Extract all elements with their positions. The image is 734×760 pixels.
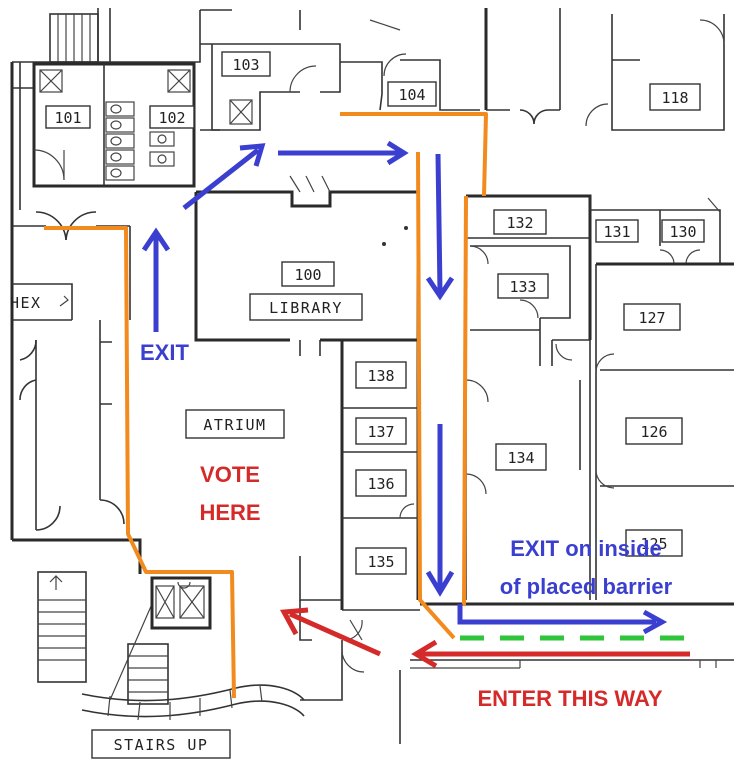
svg-text:138: 138 <box>367 367 394 385</box>
room-133-label: 133 <box>497 273 549 299</box>
svg-text:HEX: HEX <box>10 294 42 312</box>
room-138-label: 138 <box>355 361 407 389</box>
svg-text:133: 133 <box>509 278 536 296</box>
room-102-label: 102 <box>149 105 195 129</box>
annotations: EXIT VOTE HERE EXIT on inside of placed … <box>140 340 673 711</box>
svg-text:100: 100 <box>294 266 321 284</box>
exit-arrow-down-lower <box>425 424 455 597</box>
room-135-label: 135 <box>355 547 407 575</box>
room-130-label: 130 <box>661 219 705 243</box>
svg-text:131: 131 <box>603 223 630 241</box>
svg-text:118: 118 <box>661 89 688 107</box>
exit-arrow-up <box>141 227 171 332</box>
room-100-label: 100 <box>281 261 335 287</box>
room-126-label: 126 <box>625 417 683 445</box>
room-137-label: 137 <box>355 417 407 445</box>
svg-text:137: 137 <box>367 423 394 441</box>
exit-arrow-down-upper <box>425 153 455 301</box>
svg-text:127: 127 <box>638 309 665 327</box>
exit-arrow-right <box>278 140 409 166</box>
room-131-label: 131 <box>595 219 639 243</box>
svg-text:125: 125 <box>640 535 667 553</box>
restroom-stalls <box>105 101 175 181</box>
stairs-up-label: STAIRS UP <box>91 729 231 759</box>
vote-here-line2: HERE <box>199 500 260 525</box>
svg-text:135: 135 <box>367 553 394 571</box>
room-103-label: 103 <box>221 51 271 77</box>
room-134-label: 134 <box>495 443 547 471</box>
exit-arrow-diagonal <box>182 143 266 210</box>
svg-text:103: 103 <box>232 56 259 74</box>
enter-this-way: ENTER THIS WAY <box>478 686 663 711</box>
library-label: LIBRARY <box>249 293 363 321</box>
room-125-label: 125 <box>625 529 683 557</box>
exit-annotation: EXIT <box>140 340 189 365</box>
room-labels: 101 102 103 104 118 100 LIBRARY 132 <box>10 51 705 759</box>
svg-text:101: 101 <box>54 109 81 127</box>
room-136-label: 136 <box>355 469 407 497</box>
svg-text:102: 102 <box>158 109 185 127</box>
enter-arrow-diagonal <box>279 607 382 657</box>
room-118-label: 118 <box>649 83 701 111</box>
svg-text:126: 126 <box>640 423 667 441</box>
exit-arrow-barrier <box>457 604 668 635</box>
svg-text:LIBRARY: LIBRARY <box>269 299 343 317</box>
enter-arrows <box>279 607 690 669</box>
voting-route-boundary <box>44 112 488 699</box>
hex-label: HEX <box>10 294 42 312</box>
vote-here-line1: VOTE <box>200 462 260 487</box>
room-101-label: 101 <box>45 105 91 129</box>
room-104-label: 104 <box>387 81 437 107</box>
svg-text:136: 136 <box>367 475 394 493</box>
exit-barrier-line1: EXIT on inside <box>510 536 662 561</box>
atrium-label: ATRIUM <box>185 409 285 439</box>
enter-arrow-horizontal <box>411 639 690 669</box>
room-132-label: 132 <box>493 209 547 235</box>
svg-text:134: 134 <box>507 449 534 467</box>
svg-text:STAIRS UP: STAIRS UP <box>114 736 209 754</box>
svg-text:104: 104 <box>398 86 425 104</box>
exit-barrier-line2: of placed barrier <box>500 574 673 599</box>
svg-text:130: 130 <box>669 223 696 241</box>
room-127-label: 127 <box>623 303 681 331</box>
svg-text:ATRIUM: ATRIUM <box>203 416 266 434</box>
svg-text:132: 132 <box>506 214 533 232</box>
exit-arrows <box>141 140 668 635</box>
building-walls <box>10 8 734 744</box>
